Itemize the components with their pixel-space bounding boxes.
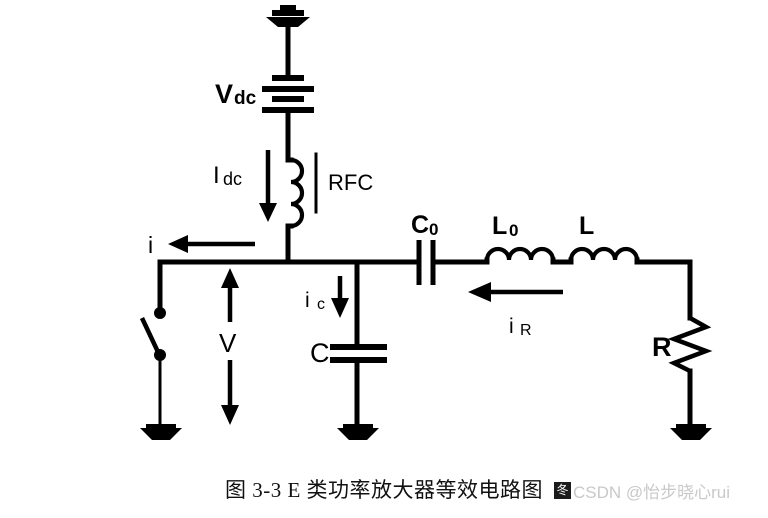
i-arrow-icon: [168, 235, 255, 253]
rfc-label: RFC: [328, 170, 373, 195]
c0-sublabel: 0: [429, 220, 438, 239]
v-arrow-icon: [221, 268, 239, 425]
c0-series: [416, 240, 436, 285]
l-series: [568, 246, 640, 265]
c0-label: C: [411, 211, 429, 239]
gnd-c-icon: [337, 424, 379, 440]
r-load: [667, 259, 713, 431]
vdc-label: V: [215, 79, 233, 109]
ic-arrow-icon: [331, 276, 349, 318]
l0-sublabel: 0: [509, 221, 518, 240]
csdn-watermark: 冬 CSDN @怡步晓心rui: [554, 478, 730, 503]
idc-label: I: [213, 162, 220, 189]
c-shunt: [330, 259, 387, 431]
v-label: V: [219, 328, 237, 358]
vdc-sublabel: dc: [234, 88, 257, 109]
i-label: i: [148, 232, 153, 258]
l0-series: [484, 246, 556, 265]
watermark-text: CSDN @怡步晓心rui: [573, 483, 731, 502]
r-label: R: [652, 332, 672, 362]
rfc-choke: [285, 149, 318, 265]
idc-sublabel: dc: [223, 169, 242, 189]
ir-arrow-icon: [468, 282, 563, 302]
gnd-switch-icon: [140, 424, 182, 440]
gnd-r-icon: [670, 424, 712, 440]
ir-label: i: [509, 315, 514, 338]
c-label: C: [310, 338, 330, 368]
vdc-source: [262, 75, 314, 155]
switch-upper-terminal[interactable]: [154, 307, 166, 319]
ic-label: i: [305, 289, 310, 312]
switch[interactable]: [139, 259, 166, 430]
idc-arrow-icon: [259, 150, 277, 222]
l-label: L: [579, 212, 594, 240]
ir-sublabel: R: [520, 322, 532, 339]
figure-caption: 图 3-3 E 类功率放大器等效电路图: [224, 478, 544, 502]
l0-label: L: [492, 212, 507, 240]
ic-sublabel: c: [317, 296, 325, 313]
watermark-badge-icon: 冬: [554, 482, 571, 499]
gnd-top-icon: [266, 5, 310, 81]
